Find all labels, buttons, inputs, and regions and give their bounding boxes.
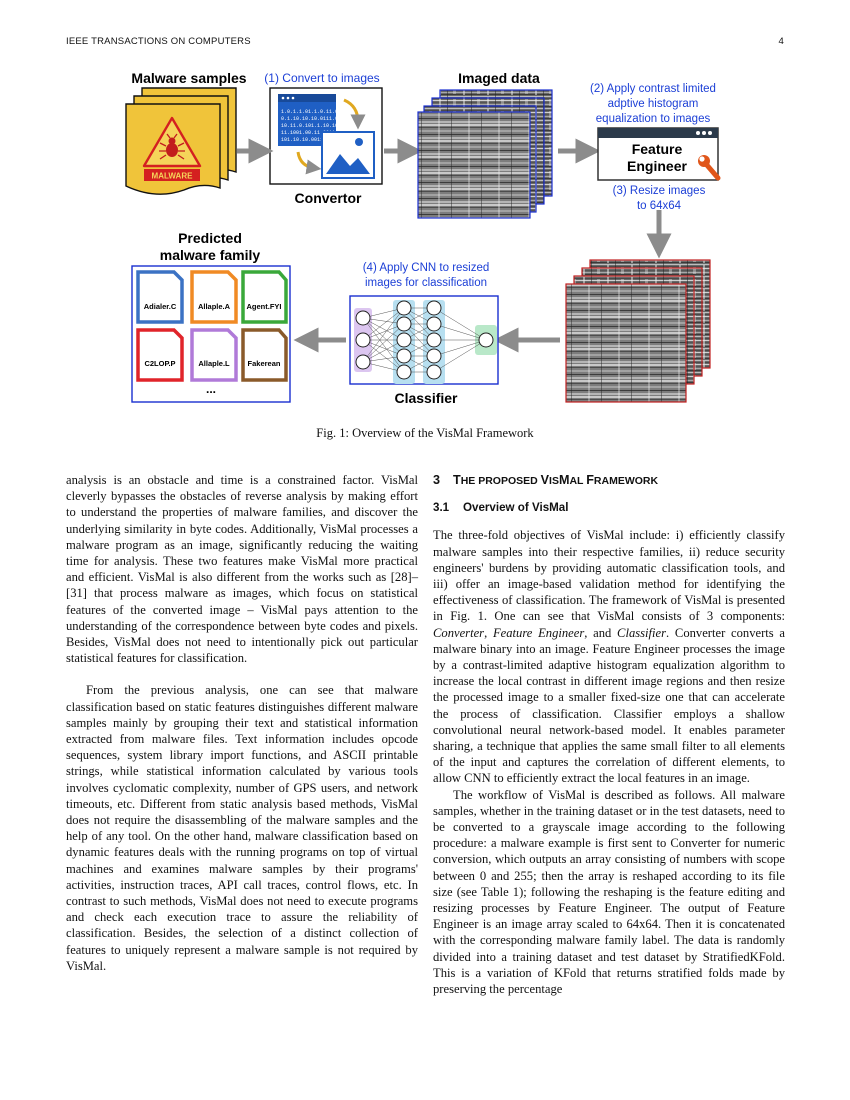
family-file-c2lop: C2LOP.P <box>136 328 184 382</box>
predicted-title-line1: Predicted <box>178 230 242 246</box>
step2-label-line3: equalization to images <box>596 113 711 125</box>
feature-engineer-line2: Engineer <box>627 158 687 174</box>
imaged-data-title: Imaged data <box>458 70 540 86</box>
binary-line: 10.11.0.101.1.10.101 <box>281 123 341 129</box>
family-label: Agent.FYI <box>247 302 282 311</box>
page-number: 4 <box>778 36 784 47</box>
imaged-data-stack <box>417 89 553 219</box>
family-label: Fakerean <box>248 359 281 368</box>
family-file-allaple-a: Allaple.A <box>190 270 238 324</box>
bug-icon <box>159 133 185 160</box>
family-label: C2LOP.P <box>144 359 175 368</box>
family-label: Adialer.C <box>144 302 177 311</box>
malware-badge: MALWARE <box>152 172 194 181</box>
left-paragraph-2: From the previous analysis, one can see … <box>66 683 418 973</box>
left-column: analysis is an obstacle and time is a co… <box>66 472 418 974</box>
step2-label-line2: adptive histogram <box>608 98 699 110</box>
family-file-allaple-l: Allaple.L <box>190 328 238 382</box>
running-header: IEEE TRANSACTIONS ON COMPUTERS <box>66 36 251 47</box>
right-paragraph-2: The workflow of VisMal is described as f… <box>433 787 785 997</box>
step4-label-line2: images for classification <box>365 277 487 289</box>
right-paragraph-1: The three-fold objectives of VisMal incl… <box>433 528 785 786</box>
binary-line: 101.10.10.0011 <box>281 137 323 143</box>
convertor-label: Convertor <box>295 190 362 206</box>
malware-samples-stack: MALWARE <box>125 87 237 195</box>
resized-images-stack <box>565 259 711 403</box>
binary-line: 11.1001.00.11.0011 <box>281 130 335 136</box>
framework-figure: Malware samples MALWARE (1) Convert to i… <box>125 70 721 406</box>
malware-samples-title: Malware samples <box>131 70 246 86</box>
feature-engineer-box: Feature Engineer <box>597 127 721 181</box>
family-file-adialer: Adialer.C <box>136 270 184 324</box>
step4-label-line1: (4) Apply CNN to resized <box>363 262 490 274</box>
binary-line: 1.0.1.1.01.1.0.11.010 <box>281 109 344 115</box>
wrench-icon <box>698 155 721 181</box>
family-label: Allaple.A <box>198 302 231 311</box>
predicted-family-panel: Adialer.C Allaple.A Agent.FYI C2LOP.P Al… <box>131 265 291 403</box>
feature-engineer-line1: Feature <box>632 141 683 157</box>
step3-label-line2: to 64x64 <box>637 200 682 212</box>
image-icon <box>321 131 375 179</box>
step3-label-line1: (3) Resize images <box>613 185 706 197</box>
family-file-fakerean: Fakerean <box>241 328 288 382</box>
step1-label: (1) Convert to images <box>264 71 379 85</box>
family-label: Allaple.L <box>198 359 230 368</box>
left-paragraph-1: analysis is an obstacle and time is a co… <box>66 473 418 666</box>
step2-label-line1: (2) Apply contrast limited <box>590 83 716 95</box>
classifier-label: Classifier <box>394 390 458 406</box>
family-more: ... <box>206 382 216 396</box>
cnn-icon <box>349 295 499 385</box>
figure-caption: Fig. 1: Overview of the VisMal Framework <box>316 426 534 440</box>
binary-line: 0.1.10.10.10.0111.00 <box>281 116 341 122</box>
convertor-icon: 1.0.1.1.01.1.0.11.010 0.1.10.10.10.0111.… <box>269 87 383 185</box>
predicted-title-line2: malware family <box>160 247 261 263</box>
family-file-agent-fyi: Agent.FYI <box>241 270 288 324</box>
